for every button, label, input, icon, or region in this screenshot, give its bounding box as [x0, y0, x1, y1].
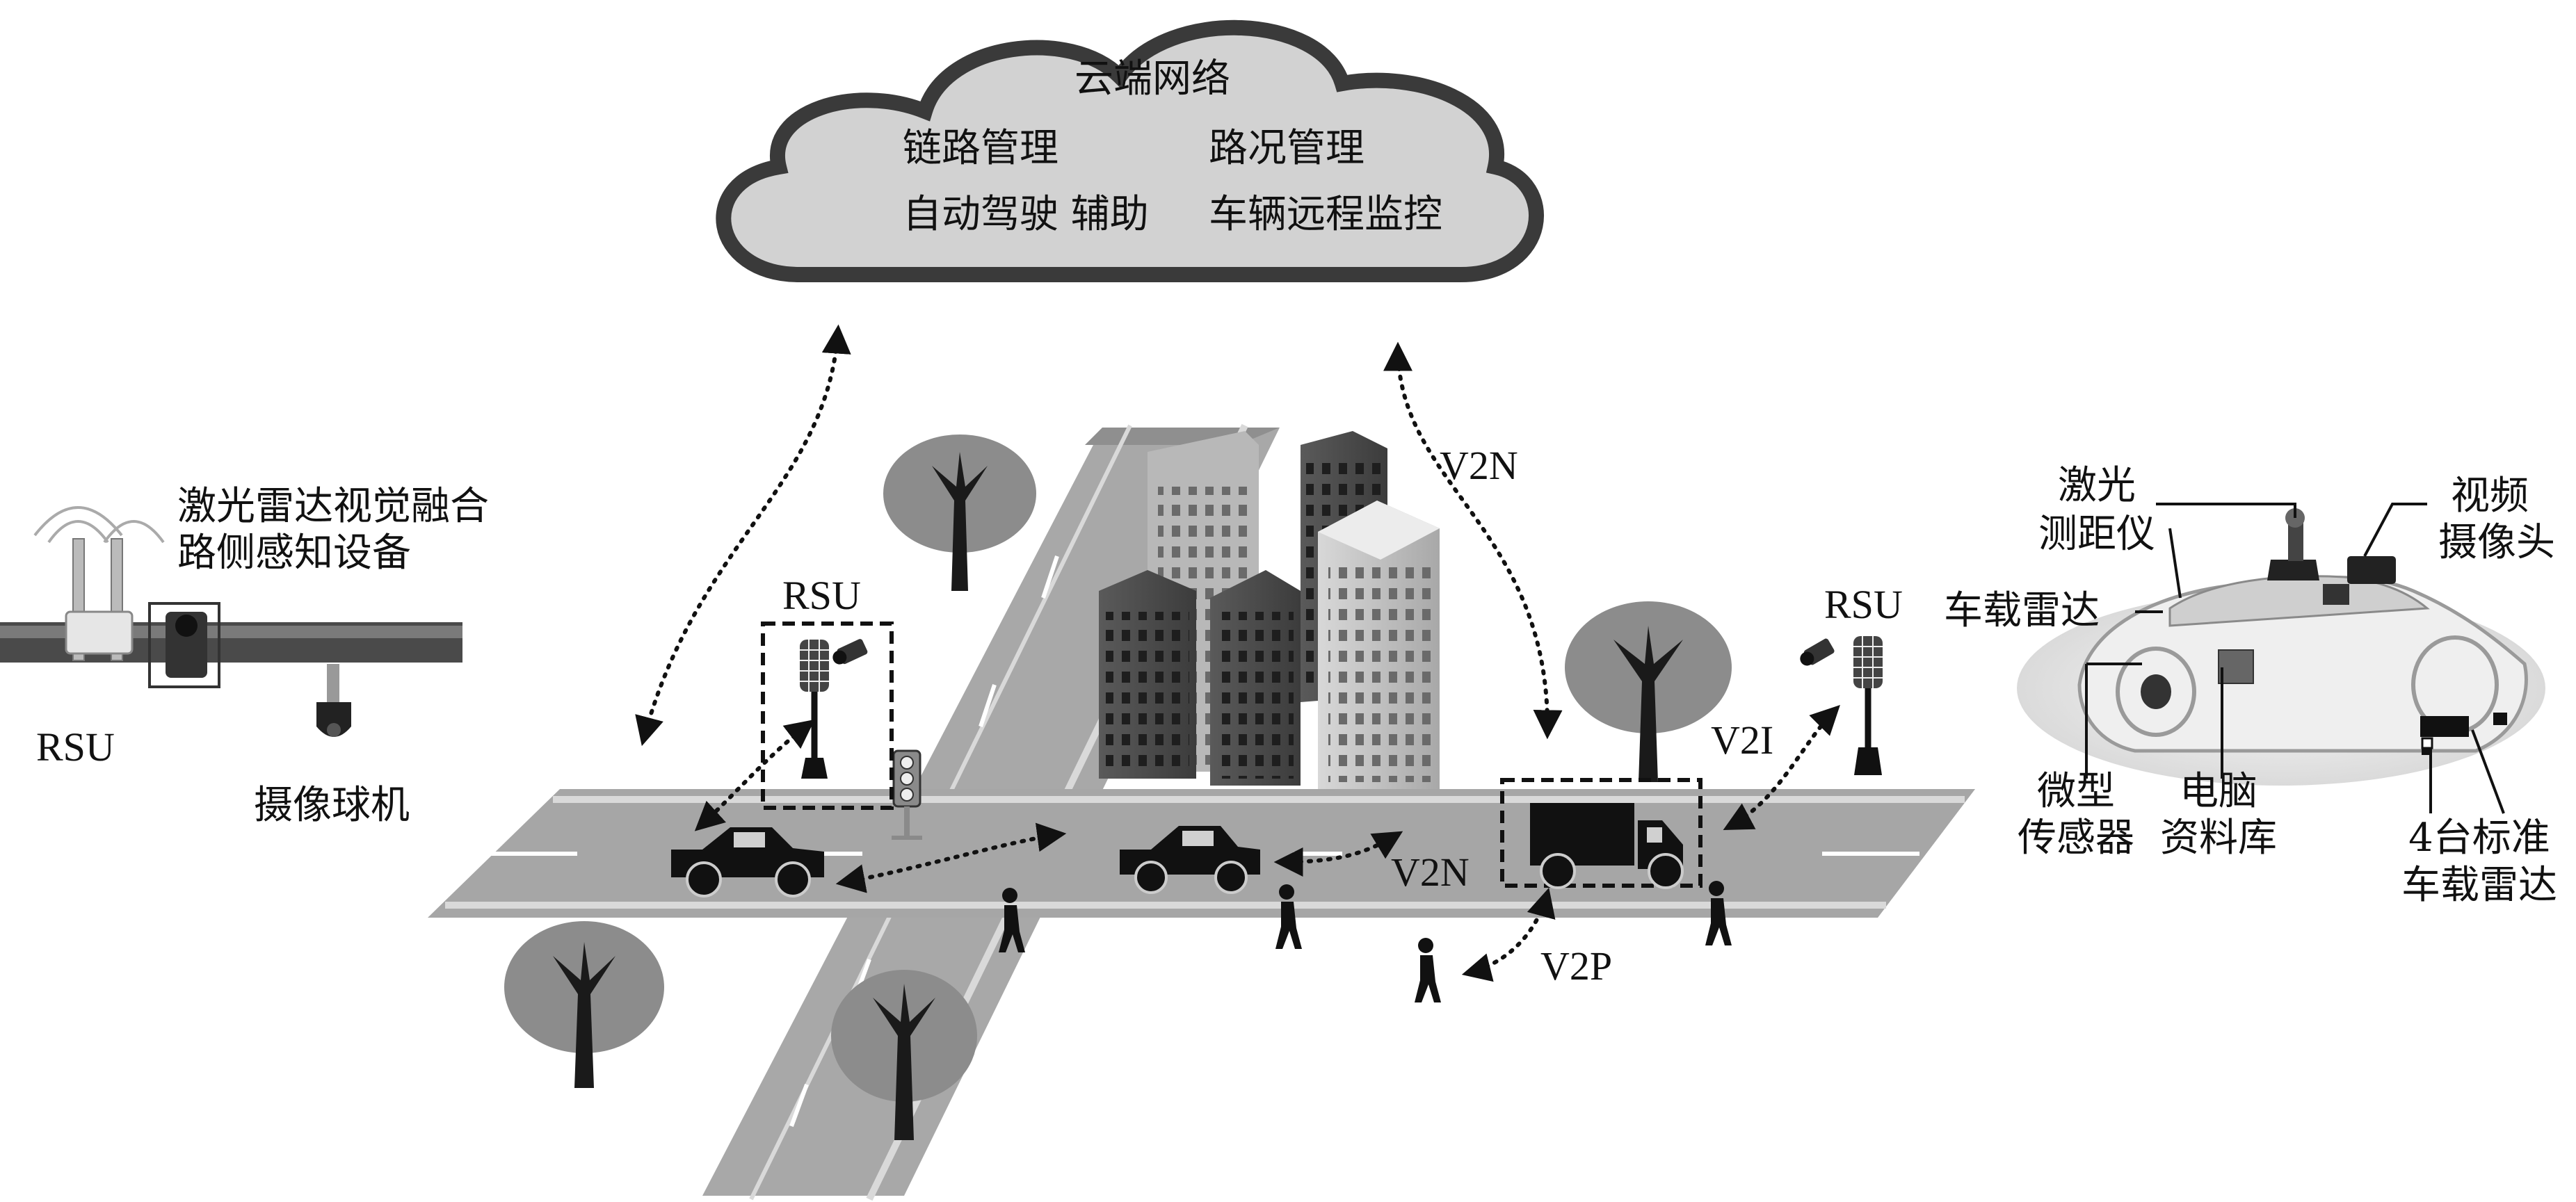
cloud-title: 云端网络	[1074, 56, 1230, 101]
link-v2i: V2I	[1711, 717, 1774, 763]
rsu-right-label: RSU	[1824, 582, 1903, 627]
device-title-line2: 路侧感知设备	[177, 530, 411, 576]
cloud-shape	[716, 19, 1544, 282]
car-callout-lines	[2085, 503, 2505, 814]
car-sensor-label-1: 微型	[2037, 769, 2115, 814]
roadside-sensor-device	[0, 506, 462, 737]
car-lidar-label-2: 测距仪	[2038, 512, 2155, 557]
cloud-item-remote-monitoring: 车辆远程监控	[1209, 192, 1442, 237]
link-v2n-top: V2N	[1440, 443, 1518, 488]
tree-icon	[504, 434, 1732, 1140]
smart-car-illustration	[2017, 508, 2545, 786]
rsu-left-label: RSU	[782, 573, 861, 618]
rsu-right-unit	[1800, 636, 1883, 775]
car-std-radar-label-1: 4台标准	[2408, 815, 2550, 861]
pickup-truck-icon	[1120, 826, 1260, 894]
car-computer-label-1: 电脑	[2180, 769, 2257, 814]
car-camera-label-1: 视频	[2451, 473, 2529, 519]
device-title-line1: 激光雷达视觉融合	[177, 484, 489, 529]
car-lidar-label-1: 激光	[2058, 463, 2136, 508]
cloud-item-link-management: 链路管理	[903, 126, 1058, 171]
link-v2n-mid: V2N	[1391, 850, 1470, 895]
car-radar-label: 车载雷达	[1944, 588, 2100, 633]
cloud-item-autodrive-assist: 自动驾驶 辅助	[903, 192, 1149, 237]
pickup-truck-icon	[671, 827, 824, 898]
cloud-item-road-management: 路况管理	[1209, 126, 1365, 171]
car-std-radar-label-2: 车载雷达	[2401, 863, 2557, 908]
car-camera-label-2: 摄像头	[2438, 520, 2555, 565]
city-buildings	[1099, 431, 1440, 789]
device-camera-label: 摄像球机	[254, 783, 410, 828]
rsu-left-unit	[761, 622, 894, 810]
link-v2p: V2P	[1540, 943, 1613, 989]
car-computer-label-2: 资料库	[2160, 815, 2277, 861]
car-sensor-label-2: 传感器	[2018, 815, 2134, 861]
delivery-truck-icon	[1500, 778, 1702, 889]
communication-links	[635, 324, 1840, 982]
device-rsu-label: RSU	[36, 724, 115, 770]
pedestrian-icon	[999, 881, 1732, 1002]
